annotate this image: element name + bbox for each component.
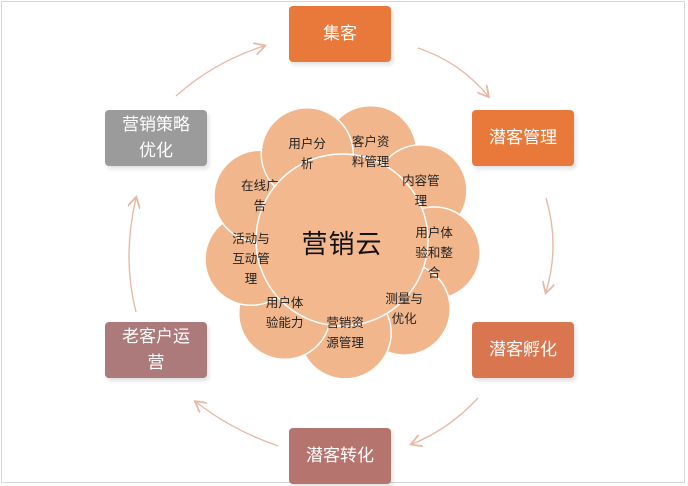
- arrow-incubation-to-conversion: [412, 397, 479, 444]
- stage-strategy-optimization-label: 营销策略 优化: [122, 115, 190, 161]
- petal-label-user-experience-ability: 用户体 验能力: [265, 295, 304, 331]
- petal-label-activity-interaction: 活动与 互动管 理: [232, 231, 270, 287]
- arrow-strategy-to-collect: [175, 46, 264, 97]
- stage-prospect-conversion: 潜客转化: [289, 428, 391, 484]
- stage-collect: 集客: [289, 6, 391, 62]
- stage-strategy-optimization: 营销策略 优化: [105, 110, 207, 166]
- arrow-conversion-to-old-customer: [196, 402, 279, 447]
- petal-label-customer-data: 客户资 料管理: [351, 133, 390, 169]
- stage-prospect-management: 潜客管理: [472, 110, 574, 166]
- stage-old-customer-operation: 老客户运 营: [105, 322, 207, 378]
- petal-label-measure: 测量与 优化: [385, 291, 423, 327]
- petal-label-user-analysis: 用户分 析: [288, 135, 326, 171]
- stage-prospect-incubation-label: 潜客孵化: [489, 340, 557, 360]
- stage-prospect-management-label: 潜客管理: [489, 128, 557, 148]
- arrow-old-customer-to-strategy: [129, 198, 136, 313]
- stage-collect-label: 集客: [323, 24, 357, 44]
- center-disc: [255, 153, 429, 327]
- arrow-management-to-incubation: [546, 197, 553, 292]
- arrow-collect-to-management: [417, 47, 488, 96]
- petal-label-user-experience-integration: 用户体 验和整 合: [415, 224, 453, 280]
- stage-prospect-conversion-label: 潜客转化: [306, 446, 374, 466]
- petal-label-marketing-resources: 营销资 源管理: [326, 314, 364, 350]
- petal-label-content: 内容管 理: [402, 172, 440, 208]
- stage-old-customer-operation-label: 老客户运 营: [122, 327, 190, 373]
- petal-label-online-ads: 在线广 告: [241, 178, 279, 214]
- stage-prospect-incubation: 潜客孵化: [472, 322, 574, 378]
- center-label: 营销云: [301, 229, 383, 260]
- cycle-arrows: [129, 46, 553, 446]
